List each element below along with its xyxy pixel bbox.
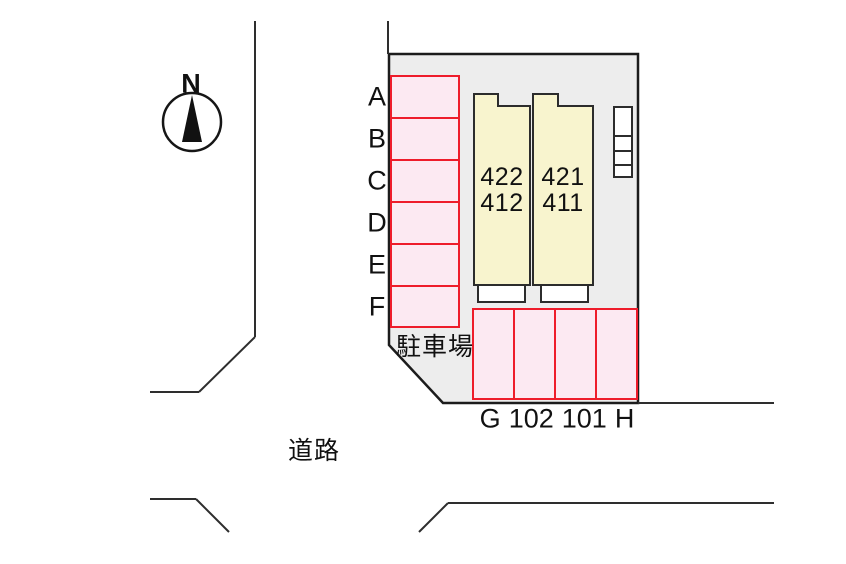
parking-label-101: 101 (561, 403, 607, 434)
parking-space-a (390, 75, 460, 119)
compass-needle-icon (182, 95, 202, 142)
parking-space-b (390, 117, 460, 161)
parking-space-101 (554, 308, 597, 400)
parking-label-b: B (367, 123, 387, 154)
unit-number: 411 (542, 189, 584, 217)
unit-number: 422 (480, 163, 524, 191)
building-left-unit-numbers: 422 412 (480, 164, 523, 216)
parking-label-h: H (614, 403, 635, 434)
compass-n-label: N (181, 68, 201, 99)
parking-space-f (390, 285, 460, 328)
bottom-parking-labels: G 102 101 H (480, 404, 635, 435)
parking-label-102: 102 (508, 403, 554, 434)
parking-space-h (595, 308, 638, 400)
building-right-unit-numbers: 421 411 (541, 164, 584, 216)
building-422-412 (473, 93, 531, 286)
unit-number: 421 (541, 163, 585, 191)
parking-space-g (472, 308, 515, 400)
parking-space-102 (513, 308, 556, 400)
building-entrance-left (477, 284, 526, 303)
road-edge-left-diagonal (198, 336, 256, 393)
parking-label-a: A (367, 81, 387, 112)
parking-space-c (390, 159, 460, 203)
road-edge-bottom-diagonal (418, 502, 449, 533)
parking-label-e: E (367, 249, 387, 280)
stairs-structure (613, 106, 633, 178)
building-421-411 (532, 93, 594, 286)
road-label: 道路 (287, 437, 341, 465)
building-entrance-right (540, 284, 589, 303)
parking-label-c: C (367, 165, 387, 196)
parking-label-d: D (367, 207, 387, 238)
parking-label-g: G (479, 403, 501, 434)
unit-number: 412 (480, 189, 524, 217)
parking-space-d (390, 201, 460, 245)
parking-label-f: F (368, 291, 386, 322)
parking-space-e (390, 243, 460, 287)
road-edge-bottomleft-diagonal (195, 498, 230, 533)
parking-area-label: 駐車場 (395, 333, 475, 361)
